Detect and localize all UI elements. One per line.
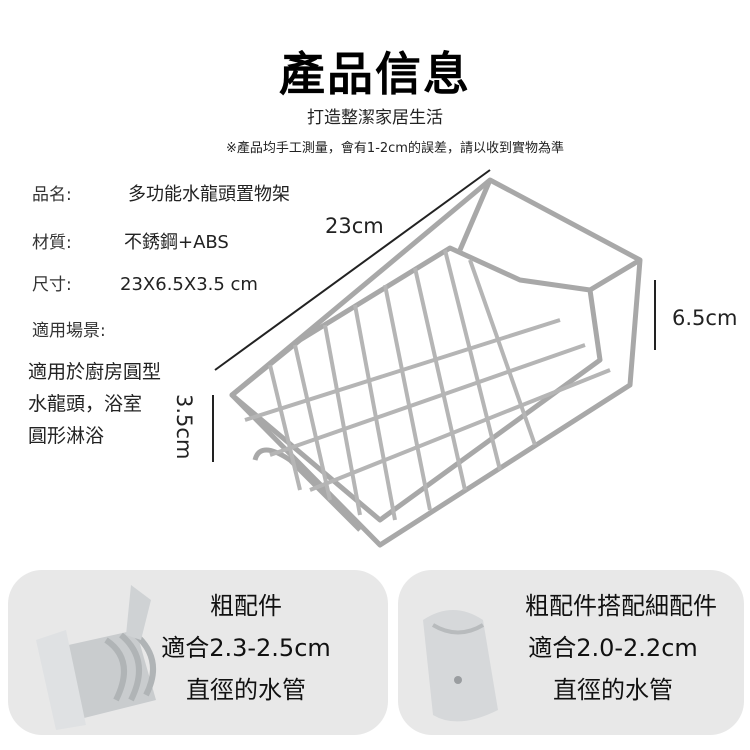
spec-value-usage: 適用於廚房圓型 水龍頭，浴室 圓形淋浴 [28, 356, 161, 452]
spec-value-size: 23X6.5X3.5 cm [120, 274, 258, 295]
usage-line: 水龍頭，浴室 [28, 393, 143, 415]
panel-line2: 直徑的水管 [186, 676, 306, 704]
length-dimension: 23cm [325, 214, 384, 238]
panel-title: 粗配件搭配細配件 [525, 592, 717, 620]
thick-fitting-panel: 粗配件 適合2.3-2.5cm 直徑的水管 [8, 570, 388, 735]
thick-fitting-image [36, 585, 156, 730]
basket-illustration [212, 169, 656, 548]
spec-label-size: 尺寸: [32, 275, 72, 295]
spec-value-material: 不銹鋼+ABS [124, 232, 229, 253]
spec-label-name: 品名: [32, 185, 72, 205]
subtitle: 打造整潔家居生活 [307, 108, 443, 128]
panel-title: 粗配件 [210, 592, 282, 620]
usage-line: 圓形淋浴 [28, 425, 105, 447]
spec-label-material: 材質: [32, 233, 72, 253]
spec-label-usage: 適用場景: [32, 321, 106, 341]
panel-line2: 直徑的水管 [553, 676, 673, 704]
measurement-note: ※產品均手工測量，會有1-2cm的誤差，請以收到實物為準 [226, 141, 564, 156]
thin-fitting-panel: 粗配件搭配細配件 適合2.0-2.2cm 直徑的水管 [398, 570, 744, 735]
panel-line1: 適合2.0-2.2cm [528, 634, 698, 662]
width-dimension: 6.5cm [672, 306, 738, 330]
usage-line: 適用於廚房圓型 [28, 361, 162, 383]
spec-value-name: 多功能水龍頭置物架 [128, 184, 290, 205]
thin-fitting-image [423, 610, 498, 722]
page-title: 產品信息 [279, 47, 471, 101]
panel-line1: 適合2.3-2.5cm [161, 634, 331, 662]
